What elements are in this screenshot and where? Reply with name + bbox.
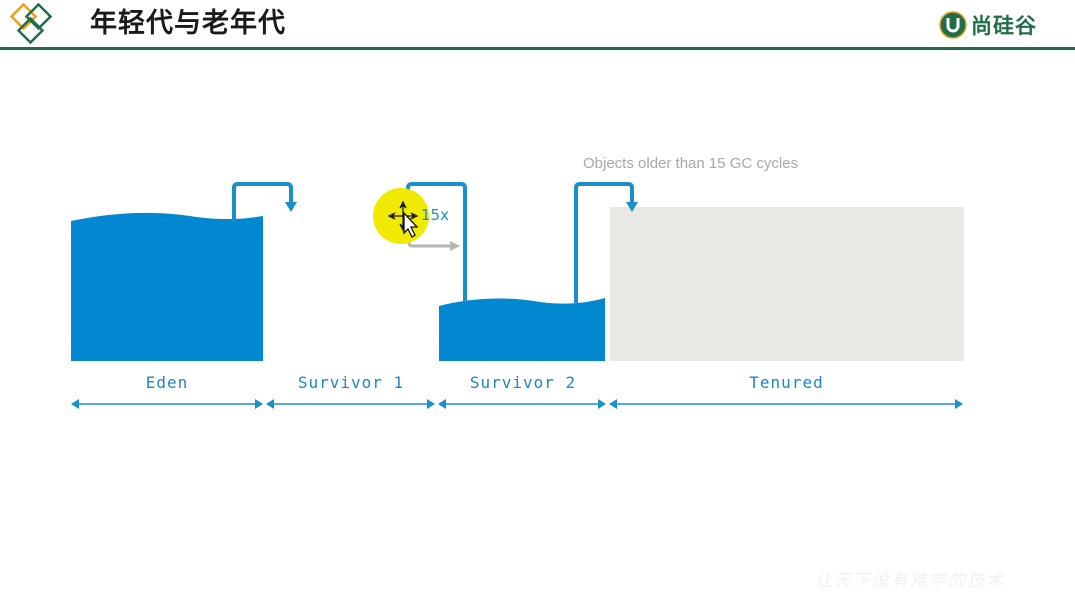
gray-arrow [407,220,452,248]
tenured-area [610,207,964,361]
tenured-note: Objects older than 15 GC cycles [583,155,799,172]
slide-header: 年轻代与老年代 尚硅谷 [0,0,1075,52]
eden-to-survivor1-arrowhead [285,202,297,212]
dimension-lines [71,399,963,409]
survivor2-label: Survivor 2 [469,373,577,392]
eden-label: Eden [145,373,189,392]
move-cursor-icon [373,188,429,244]
gray-arrowhead [450,241,460,251]
diamond-logo-icon [9,2,53,45]
slide-title: 年轻代与老年代 [90,8,286,39]
survivor2-loop-arrow [406,182,467,303]
tenured-label: Tenured [749,373,824,392]
survivor2-to-tenured-arrowhead [626,202,638,212]
brand-logo: 尚硅谷 [938,8,1037,42]
survivor2-to-tenured-arrow [574,182,634,303]
eden-to-survivor1-arrow [232,182,293,222]
header-divider [0,47,1075,50]
watermark: 让天下没有难学的技术 [815,571,1005,591]
eden-water [71,212,263,361]
gc-count-label: 15x [421,206,449,224]
survivor2-water [439,298,605,361]
brand-name: 尚硅谷 [971,14,1037,38]
survivor1-label: Survivor 1 [297,373,405,392]
brand-u-icon [939,11,967,39]
